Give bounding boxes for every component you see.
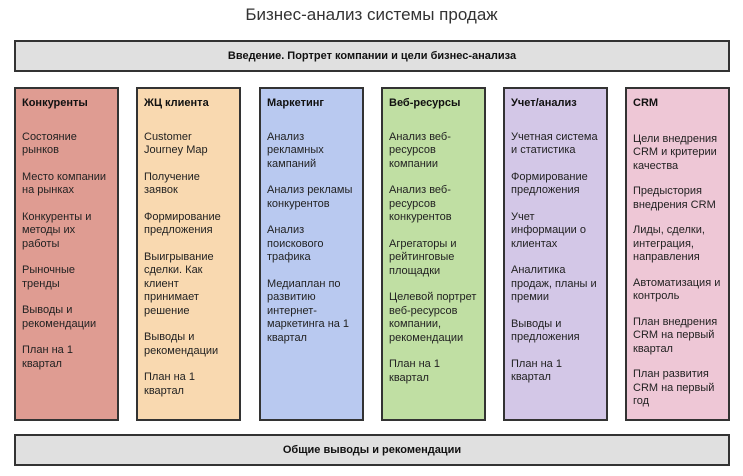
column-accounting-analysis: Учет/анализ Учетная система и статистика… bbox=[503, 87, 608, 421]
intro-banner: Введение. Портрет компании и цели бизнес… bbox=[14, 40, 730, 72]
column-item: Анализ веб-ресурсов конкурентов bbox=[389, 184, 452, 223]
column-crm: CRM Цели внедрения CRM и критерии качест… bbox=[625, 87, 730, 421]
column-web-resources: Веб-ресурсы Анализ веб-ресурсов компании… bbox=[381, 87, 486, 421]
column-item: Автоматизация и контроль bbox=[633, 276, 721, 303]
column-item: Выводы и рекомендации bbox=[144, 331, 219, 357]
conclusion-banner: Общие выводы и рекомендации bbox=[14, 434, 730, 466]
column-item: Получение заявок bbox=[144, 170, 200, 197]
column-heading: ЖЦ клиента bbox=[144, 97, 209, 109]
column-item: Конкуренты и методы их работы bbox=[22, 210, 92, 250]
column-marketing: Маркетинг Анализ рекламных кампаний Анал… bbox=[259, 87, 364, 421]
column-item: Агрегаторы и рейтинговые площадки bbox=[389, 237, 457, 277]
columns-container: Конкуренты Состояние рынков Место компан… bbox=[14, 87, 730, 421]
column-item: План развития CRM на первый год bbox=[633, 368, 715, 407]
column-heading: Маркетинг bbox=[267, 97, 324, 109]
column-item: Анализ рекламных кампаний bbox=[267, 130, 324, 170]
column-item: План на 1 квартал bbox=[511, 357, 562, 384]
column-item: Customer Journey Map bbox=[144, 130, 208, 157]
column-item: План на 1 квартал bbox=[22, 344, 73, 370]
column-item: Медиаплан по развитию интернет-маркетинг… bbox=[267, 277, 350, 344]
column-item: План внедрения CRM на первый квартал bbox=[633, 315, 718, 355]
column-competitors: Конкуренты Состояние рынков Место компан… bbox=[14, 87, 119, 421]
column-customer-lifecycle: ЖЦ клиента Customer Journey Map Получени… bbox=[136, 87, 241, 421]
column-heading: Веб-ресурсы bbox=[389, 97, 461, 109]
column-item: Анализ веб-ресурсов компании bbox=[389, 130, 451, 170]
intro-banner-label: Введение. Портрет компании и цели бизнес… bbox=[227, 50, 517, 62]
diagram-title: Бизнес-анализ системы продаж bbox=[245, 5, 498, 24]
column-item: Аналитика продаж, планы и премии bbox=[511, 264, 597, 303]
column-item: Учет информации о клиентах bbox=[511, 210, 586, 250]
column-item: Рыночные тренды bbox=[22, 264, 76, 290]
column-item: Формирование предложения bbox=[511, 170, 588, 197]
column-item: Учетная система и статистика bbox=[511, 130, 598, 157]
column-item: Выводы и рекомендации bbox=[22, 304, 97, 330]
column-item: Анализ рекламы конкурентов bbox=[267, 184, 353, 210]
column-heading: CRM bbox=[633, 97, 659, 109]
column-item: Выигрывание сделки. Как клиент принимает… bbox=[144, 250, 214, 317]
column-item: Выводы и предложения bbox=[511, 317, 580, 344]
column-item: Целевой портрет веб-ресурсов компании, р… bbox=[389, 291, 477, 344]
column-item: План на 1 квартал bbox=[144, 371, 195, 397]
column-item: Анализ поискового трафика bbox=[267, 224, 324, 263]
column-item: План на 1 квартал bbox=[389, 358, 440, 384]
column-item: Место компании на рынках bbox=[22, 170, 107, 197]
column-item: Состояние рынков bbox=[22, 130, 77, 157]
column-heading: Учет/анализ bbox=[511, 97, 577, 109]
conclusion-banner-label: Общие выводы и рекомендации bbox=[282, 444, 462, 456]
column-item: Лиды, сделки, интеграция, направления bbox=[633, 224, 705, 263]
column-heading: Конкуренты bbox=[22, 97, 88, 109]
column-item: Предыстория внедрения CRM bbox=[633, 185, 716, 211]
column-item: Формирование предложения bbox=[144, 210, 221, 237]
column-item: Цели внедрения CRM и критерии качества bbox=[633, 132, 718, 172]
